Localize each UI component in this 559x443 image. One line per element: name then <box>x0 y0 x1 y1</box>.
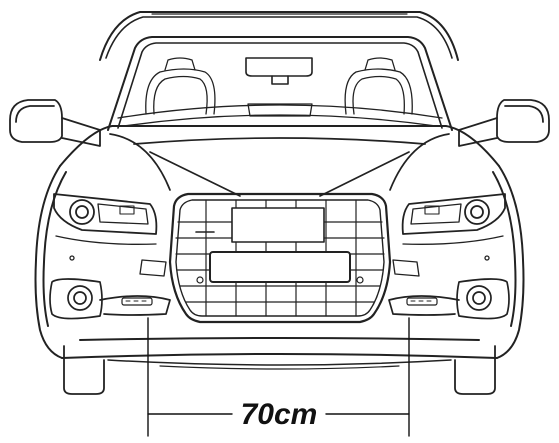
dimension-label: 70cm <box>241 398 318 431</box>
left-tyre <box>63 345 105 395</box>
tyres <box>63 345 496 395</box>
grille <box>168 192 392 324</box>
body-outline <box>34 165 525 370</box>
licence-plate <box>209 251 351 283</box>
left-drl <box>121 297 153 306</box>
left-headlight <box>53 193 158 235</box>
right-side-mirror <box>458 99 550 147</box>
hood <box>59 125 500 197</box>
right-headlight <box>401 193 506 235</box>
center-screen <box>247 103 313 117</box>
upper-plate-panel <box>231 207 325 243</box>
left-side-mirror <box>9 99 101 147</box>
windshield <box>99 11 459 131</box>
right-fog-light <box>388 278 510 320</box>
right-tyre <box>454 345 496 395</box>
rear-view-mirror <box>245 57 313 77</box>
width-dimension <box>147 317 410 437</box>
right-drl <box>406 297 438 306</box>
left-fog-light <box>49 278 171 320</box>
seats <box>117 57 443 127</box>
